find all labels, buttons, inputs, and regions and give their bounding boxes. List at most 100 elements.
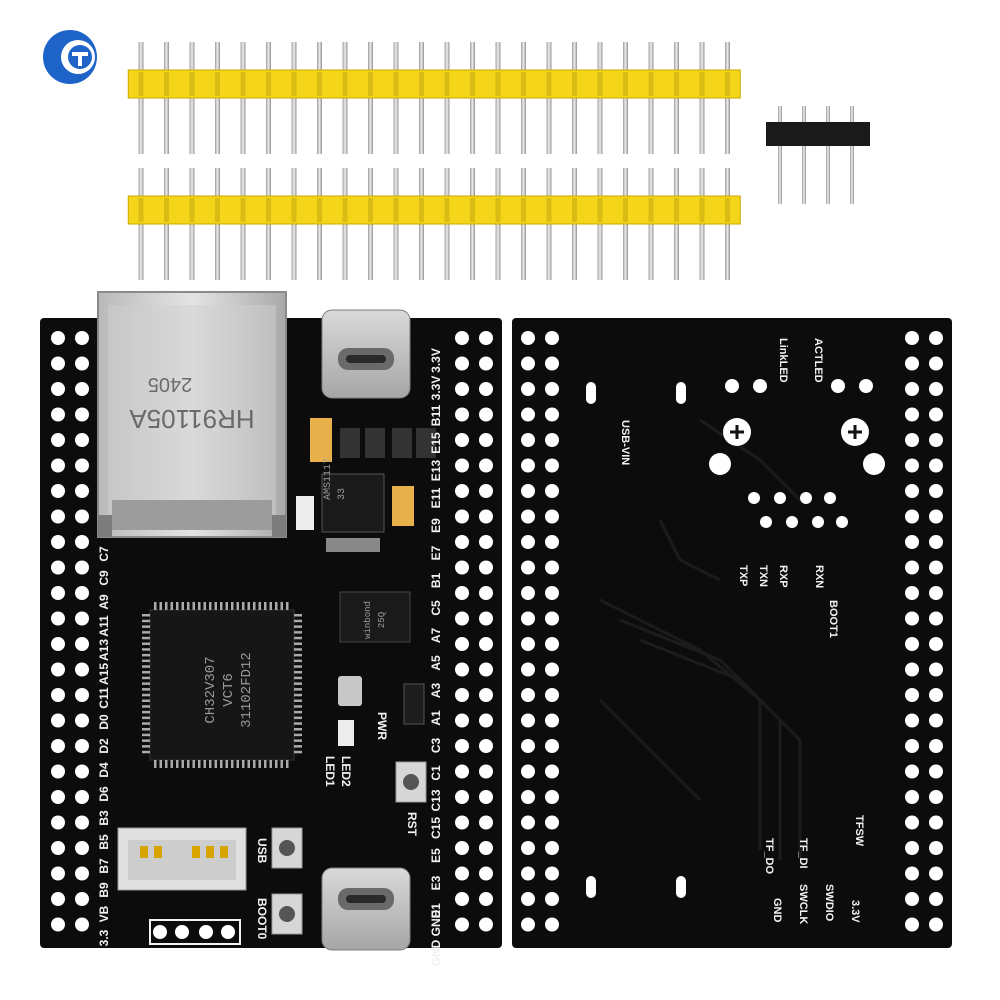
pin-hole: [75, 688, 89, 702]
header1-pin-shadow: [546, 72, 552, 96]
pin-hole: [929, 892, 943, 906]
left-pin-label: C11: [97, 687, 111, 709]
pin-hole: [521, 713, 535, 728]
pin-hole: [479, 331, 493, 345]
pin-hole: [521, 484, 535, 498]
label-rst: RST: [405, 812, 419, 837]
flash-subtext: 25Q: [377, 612, 387, 628]
left-pin-label: D4: [97, 762, 111, 778]
header1-pin-shadow: [572, 72, 577, 96]
boot0-button: [271, 893, 303, 935]
pin-hole: [545, 815, 559, 830]
header1-pin-shadow: [291, 72, 297, 96]
bottom-header-holes: [149, 919, 241, 945]
pin-hole: [479, 586, 493, 600]
left-pin-label: B3: [97, 810, 111, 826]
pin-hole: [479, 535, 493, 549]
label-tfdo: TF_DO: [763, 838, 775, 875]
header2-pin-shadow: [317, 198, 322, 222]
pin-hole: [929, 484, 943, 498]
small-ic: [403, 683, 425, 725]
pcb-traces: [598, 418, 802, 860]
left-pin-label: D2: [97, 738, 111, 754]
usb-c-port-top: [321, 309, 411, 399]
mcu-line2: VCT6: [221, 673, 237, 707]
pin-hole: [545, 892, 559, 906]
pin-hole: [75, 866, 89, 881]
pin-hole: [479, 484, 493, 498]
pin-hole: [521, 509, 535, 524]
pin-hole: [521, 688, 535, 702]
pin-hole: [905, 509, 919, 524]
right-pin-label: 3.3V: [429, 376, 443, 401]
long-pin-header-2: [127, 168, 741, 280]
ethernet-holes: [709, 379, 885, 528]
pin-hole: [455, 611, 469, 626]
pin-hole: [929, 458, 943, 473]
short-header-plastic: [766, 122, 870, 146]
pin-hole: [51, 407, 65, 422]
pin-hole: [905, 739, 919, 753]
pin-hole: [929, 764, 943, 779]
pin-hole: [75, 509, 89, 524]
pin-hole: [479, 662, 493, 677]
pin-hole: [75, 662, 89, 677]
left-pin-label: A9: [97, 594, 111, 610]
pin-hole: [51, 535, 65, 549]
pin-hole: [905, 560, 919, 575]
regulator-subtext: 33: [337, 488, 348, 500]
pin-hole: [521, 407, 535, 422]
pin-hole: [455, 458, 469, 473]
pin-hole: [455, 560, 469, 575]
pin-hole: [929, 535, 943, 549]
ethernet-jack: HR91105A 2405: [97, 291, 287, 538]
short-header-pin: [778, 106, 782, 204]
right-pin-label: B1: [429, 573, 443, 589]
right-pin-label: C3: [429, 738, 443, 754]
pin-hole: [905, 790, 919, 804]
right-pin-label: E15: [429, 432, 443, 454]
short-header-pin: [802, 106, 806, 204]
label-pwr: PWR: [375, 712, 389, 740]
left-pin-label: A13: [97, 639, 111, 661]
pin-hole: [929, 688, 943, 702]
right-pin-label: A5: [429, 655, 443, 671]
label-3-3v: 3.3V: [849, 900, 861, 923]
left-pin-label: B9: [97, 882, 111, 898]
pin-hole: [75, 892, 89, 906]
label-boot0: BOOT0: [255, 898, 269, 940]
pin-hole: [545, 764, 559, 779]
left-pin-label: B5: [97, 834, 111, 850]
header1-pin-shadow: [725, 72, 730, 96]
pin-hole: [545, 662, 559, 677]
pin-hole: [521, 815, 535, 830]
right-pin-label: E1: [429, 903, 443, 918]
left-pin-label: C9: [97, 570, 111, 586]
pin-hole: [479, 407, 493, 422]
left-pin-label: A11: [97, 615, 111, 637]
pin-hole: [905, 586, 919, 600]
right-pin-label: GND GND: [429, 909, 443, 966]
right-pin-label: C13: [429, 789, 443, 811]
header1-pin-shadow: [393, 72, 399, 96]
label-led2: LED2: [339, 756, 353, 787]
pin-hole: [455, 382, 469, 396]
label-tfdi: TF_DI: [797, 838, 809, 869]
mcu-chip: CH32V307 VCT6 31102FD12: [142, 602, 302, 768]
label-rxp: RXP: [777, 565, 789, 588]
header2-pin-shadow: [725, 198, 730, 222]
header2-pin-shadow: [674, 198, 679, 222]
pin-hole: [545, 382, 559, 396]
pin-hole: [75, 535, 89, 549]
header1-pin-shadow: [266, 72, 271, 96]
left-pin-label: VB: [97, 905, 111, 922]
flash-chip: winbond 25Q: [339, 591, 411, 643]
pin-hole: [929, 841, 943, 855]
header1-plastic: [127, 69, 741, 99]
header1-pin-shadow: [521, 72, 526, 96]
pin-hole: [75, 458, 89, 473]
header2-pin-shadow: [572, 198, 577, 222]
ethernet-jack-code: 2405: [148, 373, 193, 395]
header2-pin-shadow: [240, 198, 246, 222]
